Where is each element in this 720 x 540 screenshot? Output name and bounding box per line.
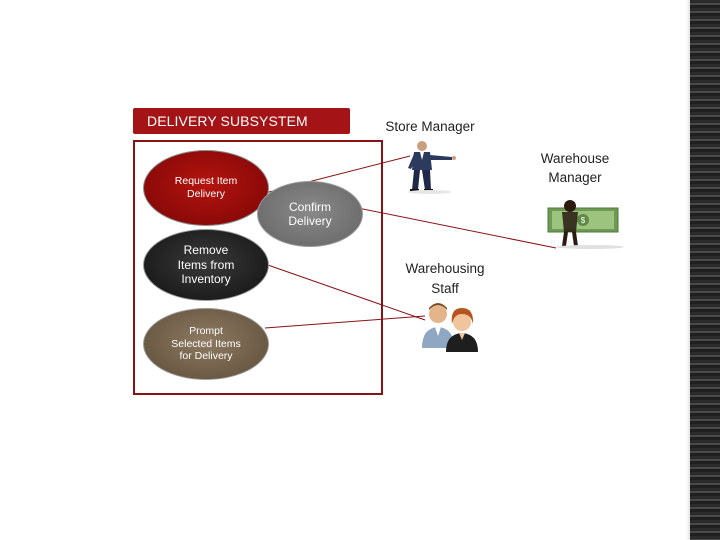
usecase-remove-items: Remove Items from Inventory: [143, 229, 269, 301]
system-boundary: [133, 140, 383, 395]
usecase-request-item-delivery: Request Item Delivery: [143, 150, 269, 226]
connector-remove-to-staff: [264, 263, 426, 321]
actor-warehouse-manager-label: Warehouse Manager: [540, 151, 610, 185]
warehousing-staff-icon: [422, 303, 478, 352]
connector-confirm-to-warehouse-manager: [357, 207, 557, 249]
actor-warehousing-staff-label: Warehousing Staff: [405, 261, 485, 296]
system-title-bar: DELIVERY SUBSYSTEM: [133, 108, 350, 134]
connector-prompt-to-staff: [264, 315, 426, 329]
usecase-remove-label: Remove Items from Inventory: [177, 243, 235, 287]
page-edge-shadow: [686, 0, 692, 540]
svg-text:$: $: [581, 216, 586, 225]
usecase-prompt-label: Prompt Selected Items for Delivery: [171, 325, 241, 363]
store-manager-icon: [408, 141, 456, 194]
page-edge-texture: [690, 0, 720, 540]
actor-store-manager-label: Store Manager: [385, 119, 475, 134]
warehouse-manager-icon: $: [547, 200, 624, 249]
usecase-confirm-label: Confirm Delivery: [288, 199, 332, 228]
usecase-request-label: Request Item Delivery: [174, 175, 238, 200]
usecase-confirm-delivery: Confirm Delivery: [257, 181, 363, 247]
system-title: DELIVERY SUBSYSTEM: [147, 113, 308, 129]
usecase-prompt-selected-items: Prompt Selected Items for Delivery: [143, 308, 269, 380]
